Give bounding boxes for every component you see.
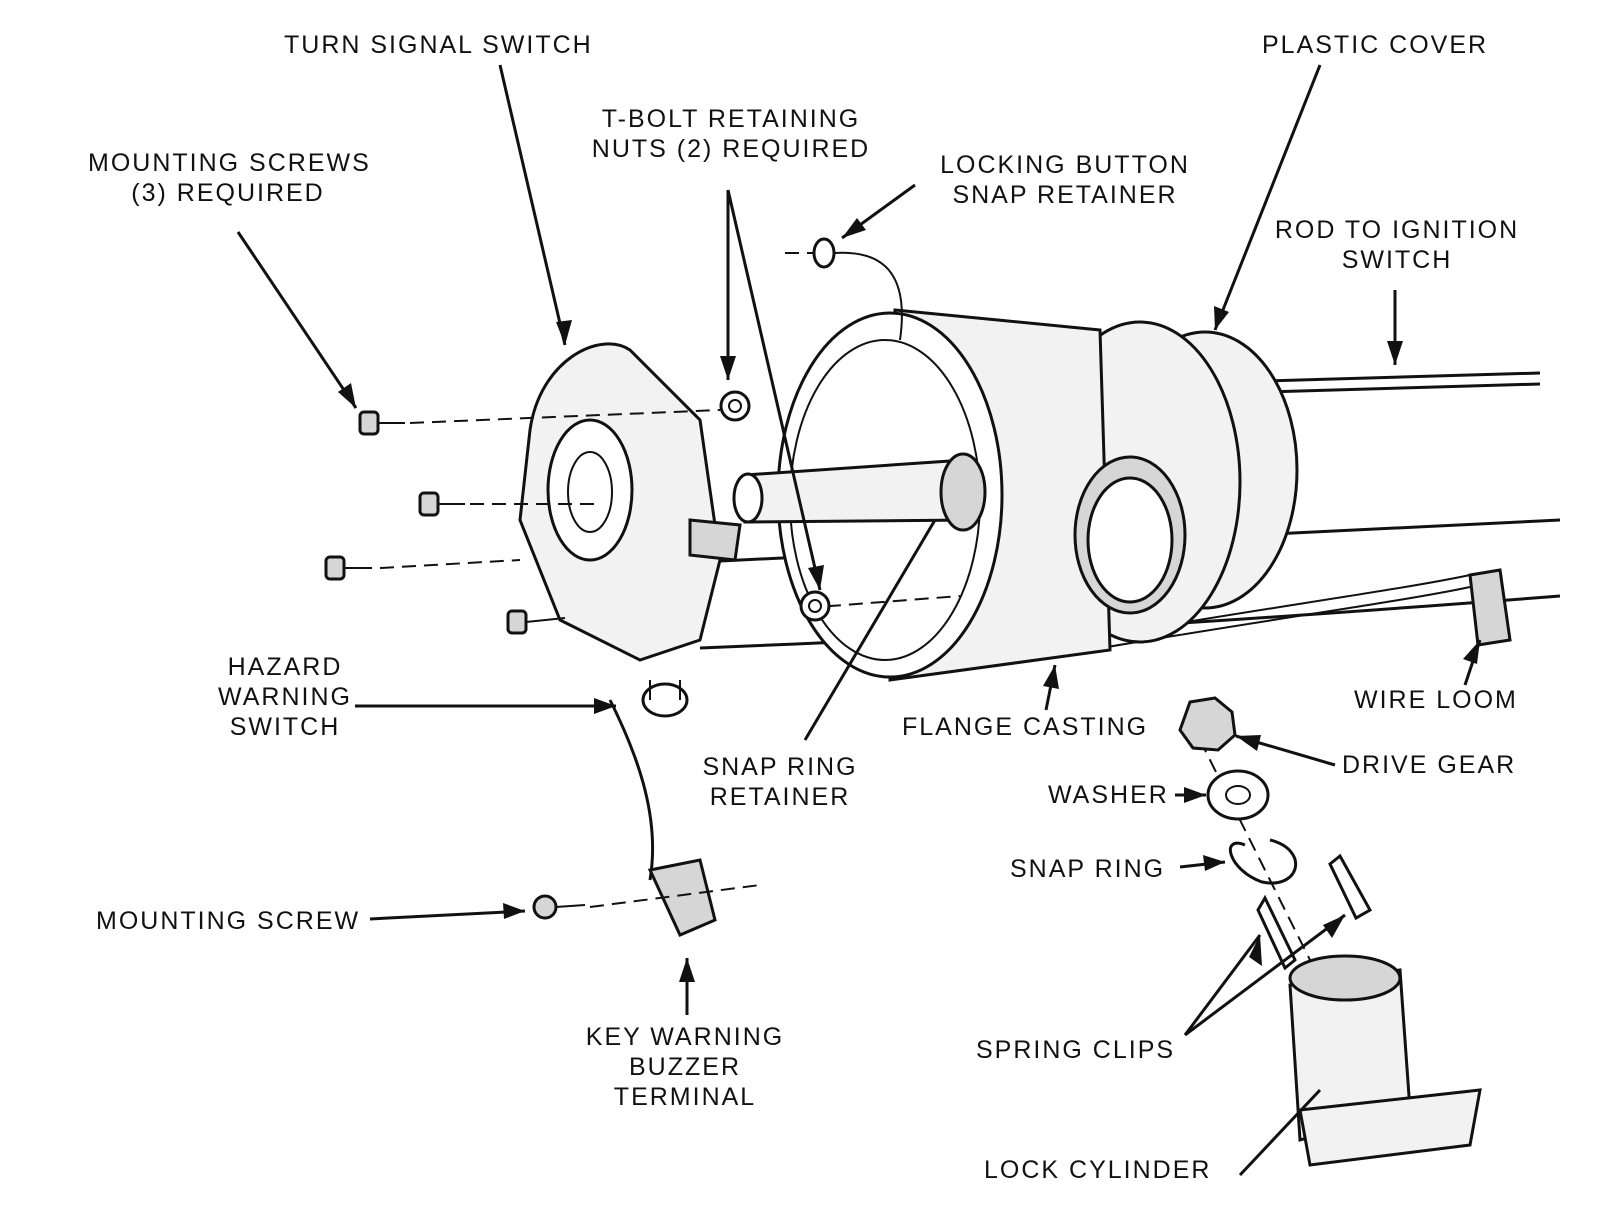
label-mounting-screw: MOUNTING SCREW [96,907,361,935]
label-lock-cylinder: LOCK CYLINDER [984,1156,1212,1184]
turn-signal-switch-shape [518,342,742,937]
label-spring-clips: SPRING CLIPS [976,1036,1176,1064]
label-flange-casting: FLANGE CASTING [902,713,1149,741]
lock-parts [1178,696,1298,885]
alignment-lines [379,252,1311,961]
label-turn-signal-switch: TURN SIGNAL SWITCH [284,31,593,59]
label-key-warning-buzzer-terminal: KEY WARNING BUZZER TERMINAL [575,1022,795,1112]
label-locking-button-line1: LOCKING BUTTON [940,151,1190,179]
label-rod-line1: ROD TO IGNITION [1274,216,1520,244]
label-snap-ring-retainer-line1: SNAP RING [702,753,858,781]
spring-clips-shape [1256,853,1373,971]
label-key-warning-line3: TERMINAL [613,1083,757,1111]
label-hazard-line3: SWITCH [229,713,341,741]
label-mounting-screws: MOUNTING SCREWS (3) REQUIRED [88,148,371,208]
label-wire-loom: WIRE LOOM [1354,686,1518,714]
label-key-warning-line1: KEY WARNING [585,1023,785,1051]
label-rod-line2: SWITCH [1341,246,1453,274]
label-mounting-screws-line1: MOUNTING SCREWS [88,149,371,177]
small-parts [719,237,903,622]
label-plastic-cover: PLASTIC COVER [1262,31,1489,59]
label-hazard-warning-switch: HAZARD WARNING SWITCH [210,652,360,742]
label-locking-button-line2: SNAP RETAINER [952,181,1178,209]
label-tbolt-line1: T-BOLT RETAINING [601,105,861,133]
label-tbolt-line2: NUTS (2) REQUIRED [591,135,871,163]
label-snap-ring: SNAP RING [1010,855,1166,883]
label-hazard-line1: HAZARD [227,653,343,681]
label-snap-ring-retainer: SNAP RING RETAINER [690,752,870,812]
label-hazard-line2: WARNING [218,683,352,711]
arrowheads [338,218,1480,982]
label-mounting-screws-line2: (3) REQUIRED [131,179,325,207]
label-washer: WASHER [1048,781,1169,809]
label-key-warning-line2: BUZZER [629,1053,741,1081]
lock-cylinder-shape [1288,954,1482,1167]
screws [324,410,586,920]
label-drive-gear: DRIVE GEAR [1342,751,1517,779]
label-tbolt-retaining-nuts: T-BOLT RETAINING NUTS (2) REQUIRED [586,104,876,164]
label-snap-ring-retainer-line2: RETAINER [709,783,851,811]
label-rod-to-ignition-switch: ROD TO IGNITION SWITCH [1262,215,1532,275]
leader-lines [236,64,1482,1177]
label-locking-button-snap-retainer: LOCKING BUTTON SNAP RETAINER [920,150,1210,210]
